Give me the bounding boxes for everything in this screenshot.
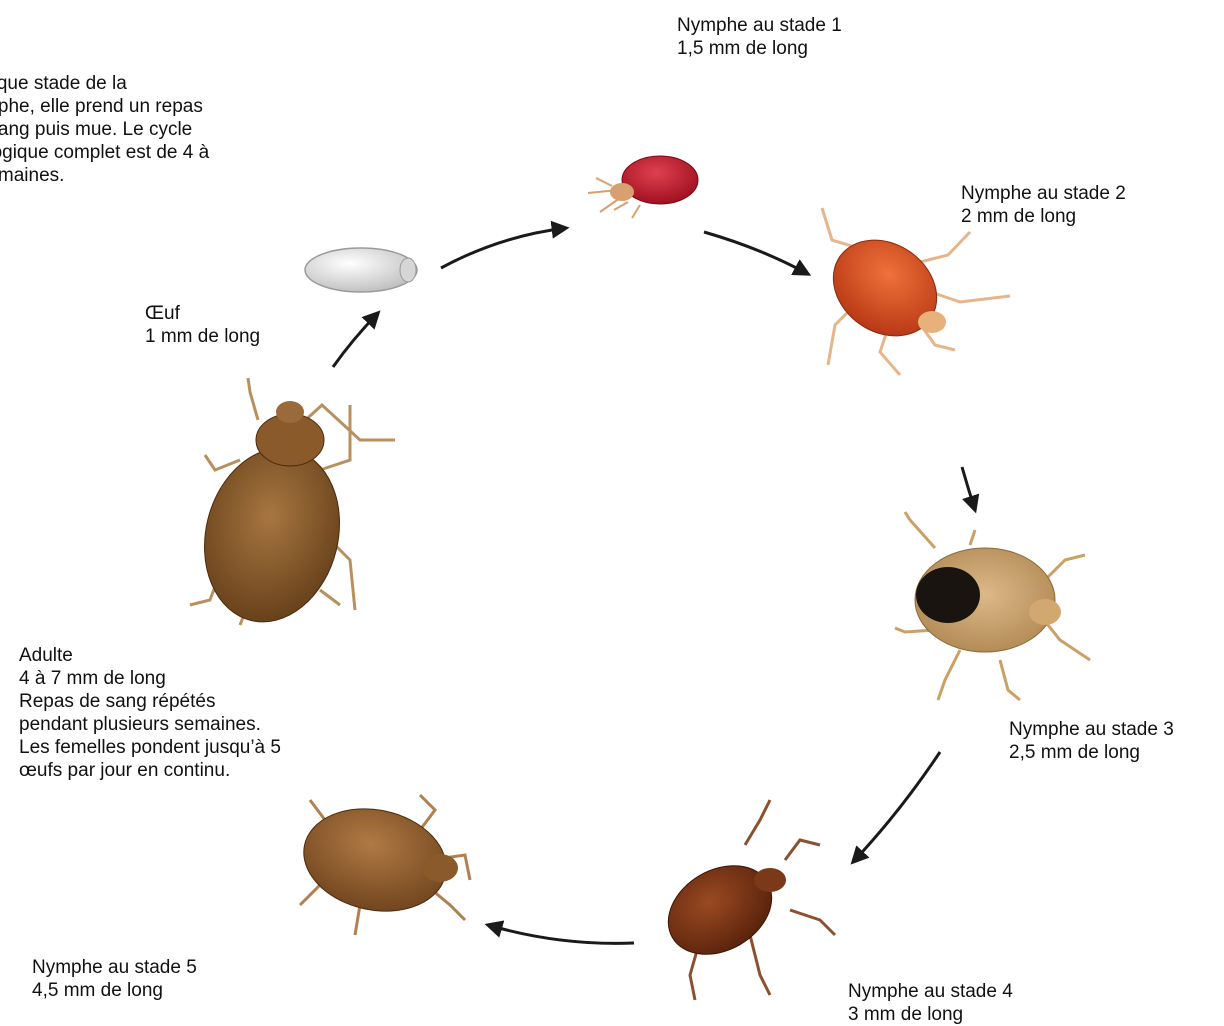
intro-note-line: Chaque stade de la <box>0 72 209 95</box>
stage-size: 2 mm de long <box>961 205 1126 228</box>
stage-name: Nymphe au stade 3 <box>1009 718 1174 741</box>
stage-size: 4 à 7 mm de long <box>19 667 281 690</box>
nymph-stage-2-image <box>815 208 1010 375</box>
intro-note-line: 6 semaines. <box>0 164 209 187</box>
arrow-nymph3-to-nymph4 <box>853 752 940 862</box>
arrow-egg-to-nymph1 <box>441 228 566 268</box>
stage-name: Nymphe au stade 5 <box>32 956 197 979</box>
nymph-stage-3-label: Nymphe au stade 3 2,5 mm de long <box>1009 718 1174 764</box>
stage-name: Nymphe au stade 1 <box>677 14 842 37</box>
stage-size: 4,5 mm de long <box>32 979 197 1002</box>
stage-name: Nymphe au stade 4 <box>848 980 1013 1003</box>
nymph-stage-5-label: Nymphe au stade 5 4,5 mm de long <box>32 956 197 1002</box>
adult-label: Adulte 4 à 7 mm de long Repas de sang ré… <box>19 644 281 782</box>
egg-image <box>305 248 417 292</box>
adult-detail-line: Les femelles pondent jusqu’à 5 <box>19 736 281 759</box>
stage-size: 1,5 mm de long <box>677 37 842 60</box>
nymph-stage-2-label: Nymphe au stade 2 2 mm de long <box>961 182 1126 228</box>
arrow-adult-to-egg <box>333 313 378 367</box>
adult-detail-line: pendant plusieurs semaines. <box>19 713 281 736</box>
stage-name: Nymphe au stade 2 <box>961 182 1126 205</box>
intro-note-line: nymphe, elle prend un repas <box>0 95 209 118</box>
stage-size: 1 mm de long <box>145 325 260 348</box>
nymph-stage-4-label: Nymphe au stade 4 3 mm de long <box>848 980 1013 1026</box>
intro-note-line: de sang puis mue. Le cycle <box>0 118 209 141</box>
arrow-nymph1-to-nymph2 <box>704 232 808 274</box>
adult-detail-line: œufs par jour en continu. <box>19 759 281 782</box>
stage-name: Œuf <box>145 302 260 325</box>
adult-image <box>187 378 395 636</box>
nymph-stage-1-image <box>588 156 698 218</box>
nymph-stage-1-label: Nymphe au stade 1 1,5 mm de long <box>677 14 842 60</box>
stage-name: Adulte <box>19 644 281 667</box>
egg-label: Œuf 1 mm de long <box>145 302 260 348</box>
stage-size: 3 mm de long <box>848 1003 1013 1026</box>
nymph-stage-4-image <box>652 800 835 1000</box>
arrow-nymph4-to-nymph5 <box>488 925 634 943</box>
intro-note-line: biologique complet est de 4 à <box>0 141 209 164</box>
nymph-stage-3-image <box>895 512 1090 700</box>
intro-note: Chaque stade de la nymphe, elle prend un… <box>0 72 209 187</box>
arrow-nymph2-to-nymph3 <box>962 467 975 510</box>
stage-size: 2,5 mm de long <box>1009 741 1174 764</box>
adult-detail-line: Repas de sang répétés <box>19 690 281 713</box>
nymph-stage-5-image <box>294 795 470 935</box>
